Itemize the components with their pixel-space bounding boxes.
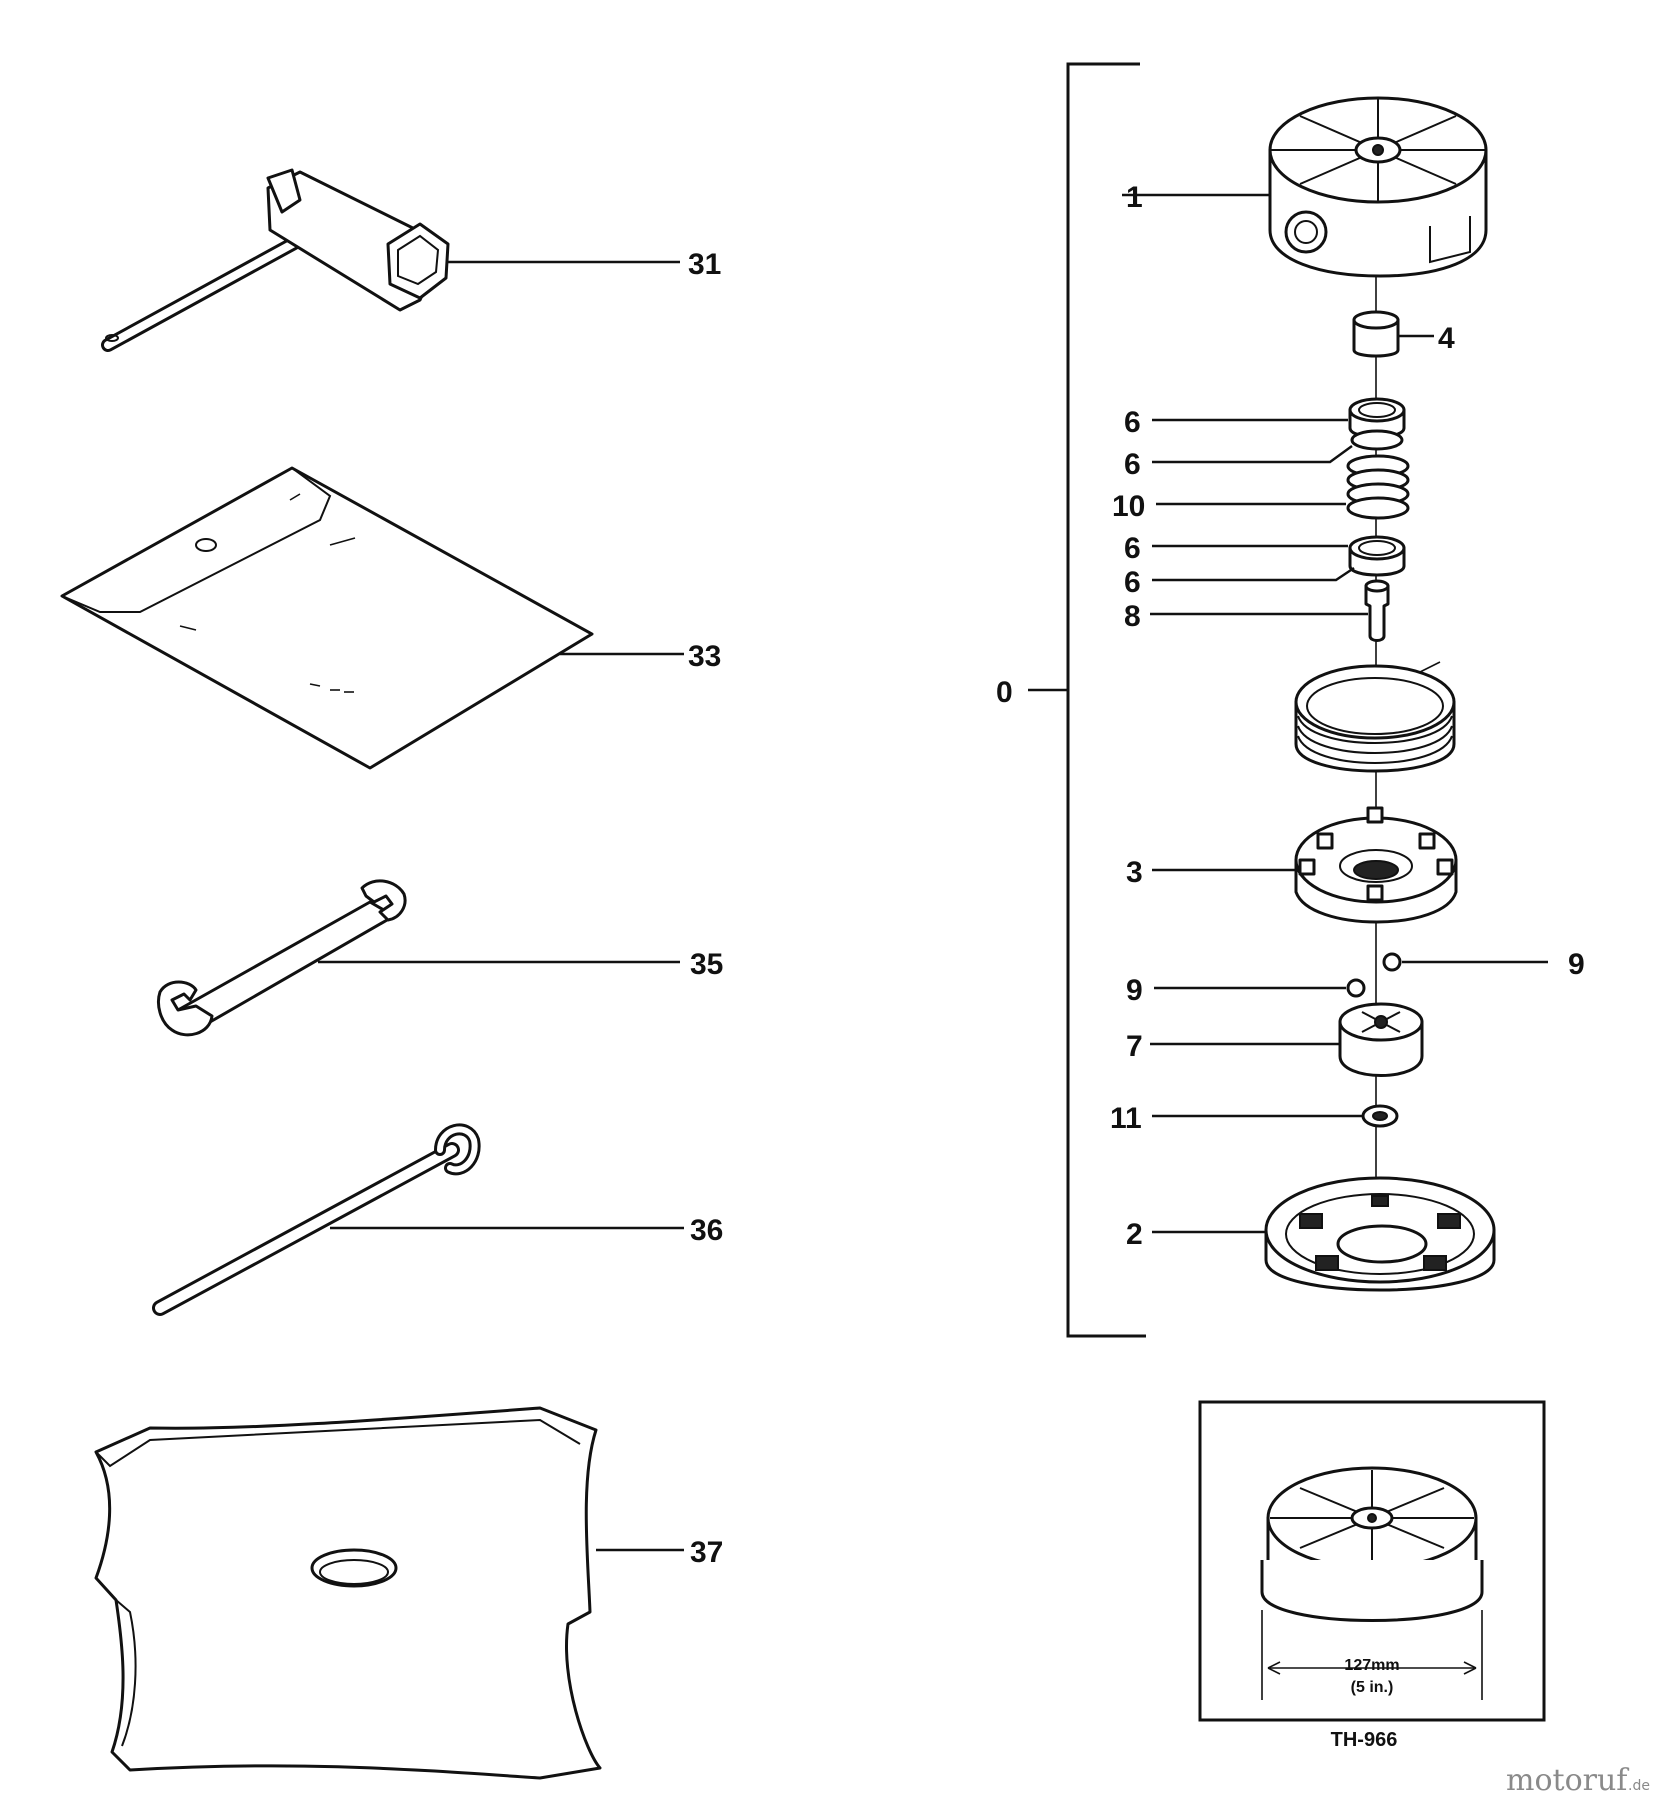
leader-6b [1152,445,1353,464]
part-4-bushing [1352,310,1400,358]
dimension-imperial: (5 in.) [1351,1679,1394,1696]
part-31-plug-wrench [101,168,450,352]
callout-6b: 6 [1124,448,1141,481]
callout-37: 37 [690,1536,723,1569]
part-2-base [1264,1176,1496,1292]
callout-9b: 9 [1126,974,1143,1007]
part-1-cover [1268,96,1488,278]
part-11-washer [1361,1104,1399,1128]
callout-33: 33 [688,640,721,673]
part-37-blade [94,1406,602,1780]
callout-2: 2 [1126,1218,1143,1251]
callout-1: 1 [1126,181,1143,214]
part-8-pin [1364,579,1390,642]
callout-11: 11 [1110,1102,1142,1135]
callout-9a: 9 [1568,948,1585,981]
callout-35: 35 [690,948,723,981]
line-spool [1294,661,1456,773]
drawing-code: TH-966 [1331,1729,1398,1751]
callout-10: 10 [1112,490,1145,523]
part-6-washers-lower [1348,535,1406,577]
callout-6a: 6 [1124,406,1141,439]
callout-31: 31 [688,248,721,281]
part-3-spool-plate [1294,806,1458,924]
part-10-spring [1346,454,1410,520]
callout-3: 3 [1126,856,1143,889]
leader-6d [1152,567,1355,582]
callout-6d: 6 [1124,566,1141,599]
dimension-metric: 127mm [1344,1657,1399,1674]
callout-36: 36 [690,1214,723,1247]
part-7-hub [1338,1002,1424,1077]
watermark-suffix: .de [1628,1778,1650,1794]
part-33-tool-bag [60,466,594,770]
assembly-bracket [1028,62,1146,1338]
part-9-balls [1346,952,1402,998]
callout-8: 8 [1124,600,1141,633]
assembled-head-inset [1198,1400,1546,1722]
callout-0: 0 [996,676,1013,709]
callout-4: 4 [1438,322,1455,355]
part-6-washers-upper [1348,397,1406,451]
callout-6c: 6 [1124,532,1141,565]
watermark: motoruf .de [1506,1763,1650,1798]
callout-7: 7 [1126,1030,1143,1063]
watermark-brand: motoruf [1506,1763,1629,1798]
part-35-spanner [157,879,407,1037]
part-36-hook-rod [152,1123,481,1316]
